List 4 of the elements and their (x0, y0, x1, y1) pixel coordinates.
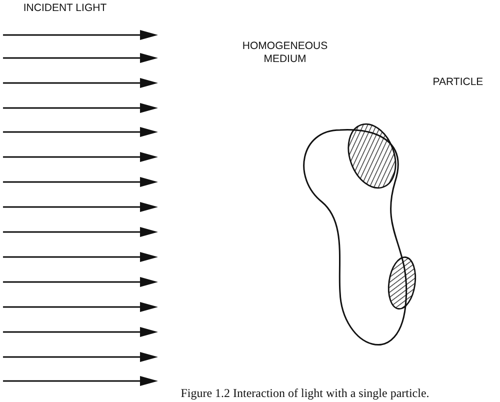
label-text: HOMOGENEOUS MEDIUM (241, 40, 329, 66)
label-text: INCIDENT LIGHT (22, 2, 108, 15)
figure-caption: Figure 1.2 Interaction of light with a single particle. (180, 386, 430, 401)
label-text: PARTICLE (432, 76, 484, 89)
